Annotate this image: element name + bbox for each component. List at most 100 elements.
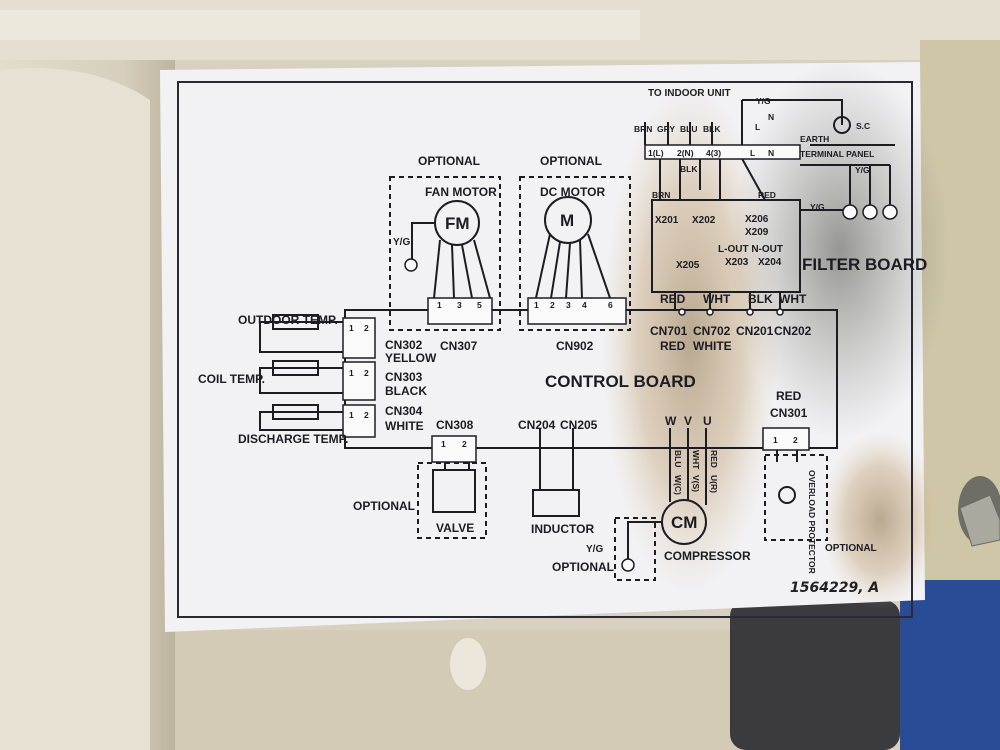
terminal-4-3: 4(3) <box>706 148 721 158</box>
x203-label: X203 <box>725 257 749 268</box>
cn702-label: CN702 <box>693 324 731 338</box>
fan-yg-label: Y/G <box>393 237 410 248</box>
overload-protector-label: OVERLOAD PROTECTOR <box>807 470 817 574</box>
wire-blu-top: BLU <box>680 124 697 134</box>
cn902-pin-6: 6 <box>608 300 613 310</box>
x209-label: X209 <box>745 227 769 238</box>
bolt-head <box>959 494 1000 547</box>
compressor-yg-label: Y/G <box>586 544 603 555</box>
terminal-u: U <box>703 414 712 428</box>
cn202-label: CN202 <box>774 324 812 338</box>
cn308-label: CN308 <box>436 418 474 432</box>
inductor-label: INDUCTOR <box>531 522 594 536</box>
cn303-color: BLACK <box>385 384 427 398</box>
wire-ur: U(R) <box>709 475 719 493</box>
wire-brn: BRN <box>634 124 652 134</box>
cn204-label: CN204 <box>518 418 556 432</box>
cn308-pin-1: 1 <box>441 439 446 449</box>
filter-wire-red: RED <box>660 292 686 306</box>
compressor-label: COMPRESSOR <box>664 549 751 563</box>
discharge-temp-label: DISCHARGE TEMP. <box>238 432 348 446</box>
cn902-pin-4: 4 <box>582 300 587 310</box>
x201-label: X201 <box>655 215 679 226</box>
fan-motor-symbol: FM <box>445 214 470 233</box>
filter-wire-wht-2: WHT <box>779 292 807 306</box>
panel-n-label: N <box>768 112 774 122</box>
compressor-symbol: CM <box>671 513 697 532</box>
wire-red: RED <box>709 450 719 468</box>
cn902-pin-1: 1 <box>534 300 539 310</box>
wire-vs: V(S) <box>691 475 701 492</box>
terminal-v: V <box>684 414 692 428</box>
filter-wire-wht: WHT <box>703 292 731 306</box>
connector-blocks <box>342 144 898 572</box>
cn303-pin-2: 2 <box>364 368 369 378</box>
cn902-pin-3: 3 <box>566 300 571 310</box>
filter-board-label: FILTER BOARD <box>802 255 927 274</box>
cn301-pin-1: 1 <box>773 435 778 445</box>
terminal-l: L <box>750 148 755 158</box>
optional-label-dc: OPTIONAL <box>540 154 602 168</box>
cn307-pins: 1 3 5 <box>437 300 482 310</box>
cn902-label: CN902 <box>556 339 594 353</box>
cn304-pin-2: 2 <box>364 410 369 420</box>
coil-temp-label: COIL TEMP. <box>198 372 265 386</box>
cn307-pin-3: 3 <box>457 300 462 310</box>
wire-brn-filter: BRN <box>652 190 670 200</box>
optional-label-fan: OPTIONAL <box>418 154 480 168</box>
wire-wht: WHT <box>691 450 701 470</box>
terminal-1l: 1(L) <box>648 148 664 158</box>
wire-red-filter: RED <box>758 190 776 200</box>
to-indoor-unit-label: TO INDOOR UNIT <box>648 88 731 99</box>
cn201-label: CN201 <box>736 324 774 338</box>
valve-label: VALVE <box>436 521 474 535</box>
x202-label: X202 <box>692 215 716 226</box>
x204-label: X204 <box>758 257 782 268</box>
x206-label: X206 <box>745 214 769 225</box>
wire-wc: W(C) <box>673 475 683 495</box>
cn902-pin-2: 2 <box>550 300 555 310</box>
wire-blu: BLU <box>673 450 683 467</box>
terminal-w: W <box>665 414 677 428</box>
cn205-label: CN205 <box>560 418 598 432</box>
diagram-lines <box>259 99 895 581</box>
cn304-label: CN304 <box>385 404 423 418</box>
cn301-color: RED <box>776 389 802 403</box>
x205-label: X205 <box>676 260 700 271</box>
terminal-n: N <box>768 148 774 158</box>
cn302-pin-1: 1 <box>349 323 354 333</box>
fan-motor-label: FAN MOTOR <box>425 185 497 199</box>
panel-l-label: L <box>755 122 760 132</box>
cn302-pin-2: 2 <box>364 323 369 333</box>
cn304-color: WHITE <box>385 419 424 433</box>
cn307-pin-1: 1 <box>437 300 442 310</box>
cn303-pin-1: 1 <box>349 368 354 378</box>
valve-optional-label: OPTIONAL <box>353 499 415 513</box>
cn307-label: CN307 <box>440 339 478 353</box>
dc-motor-symbol: M <box>560 211 574 230</box>
compressor-optional-label: OPTIONAL <box>552 560 614 574</box>
earth-label: EARTH <box>800 134 829 144</box>
cn302-label: CN302 <box>385 338 423 352</box>
cn303-label: CN303 <box>385 370 423 384</box>
cn308-pin-2: 2 <box>462 439 467 449</box>
yg-right-label: Y/G <box>855 165 870 175</box>
cn902-pins: 1 2 3 4 6 <box>534 300 613 310</box>
cn701-label: CN701 <box>650 324 688 338</box>
cn307-pin-5: 5 <box>477 300 482 310</box>
outdoor-temp-label: OUTDOOR TEMP. <box>238 313 338 327</box>
cn304-pin-1: 1 <box>349 410 354 420</box>
cn701-color: RED <box>660 339 686 353</box>
terminal-2n: 2(N) <box>677 148 694 158</box>
sc-label: S.C <box>856 121 870 131</box>
overload-optional-label: OPTIONAL <box>825 543 877 554</box>
cn301-label: CN301 <box>770 406 808 420</box>
yg-top-label: Y/G <box>756 96 771 106</box>
cn302-color: YELLOW <box>385 351 437 365</box>
cn702-color: WHITE <box>693 339 732 353</box>
dc-motor-label: DC MOTOR <box>540 185 605 199</box>
part-number-label: 1564229, A <box>790 580 879 596</box>
control-board-label: CONTROL BOARD <box>545 372 696 391</box>
l-out-n-out-label: L-OUT N-OUT <box>718 244 783 255</box>
